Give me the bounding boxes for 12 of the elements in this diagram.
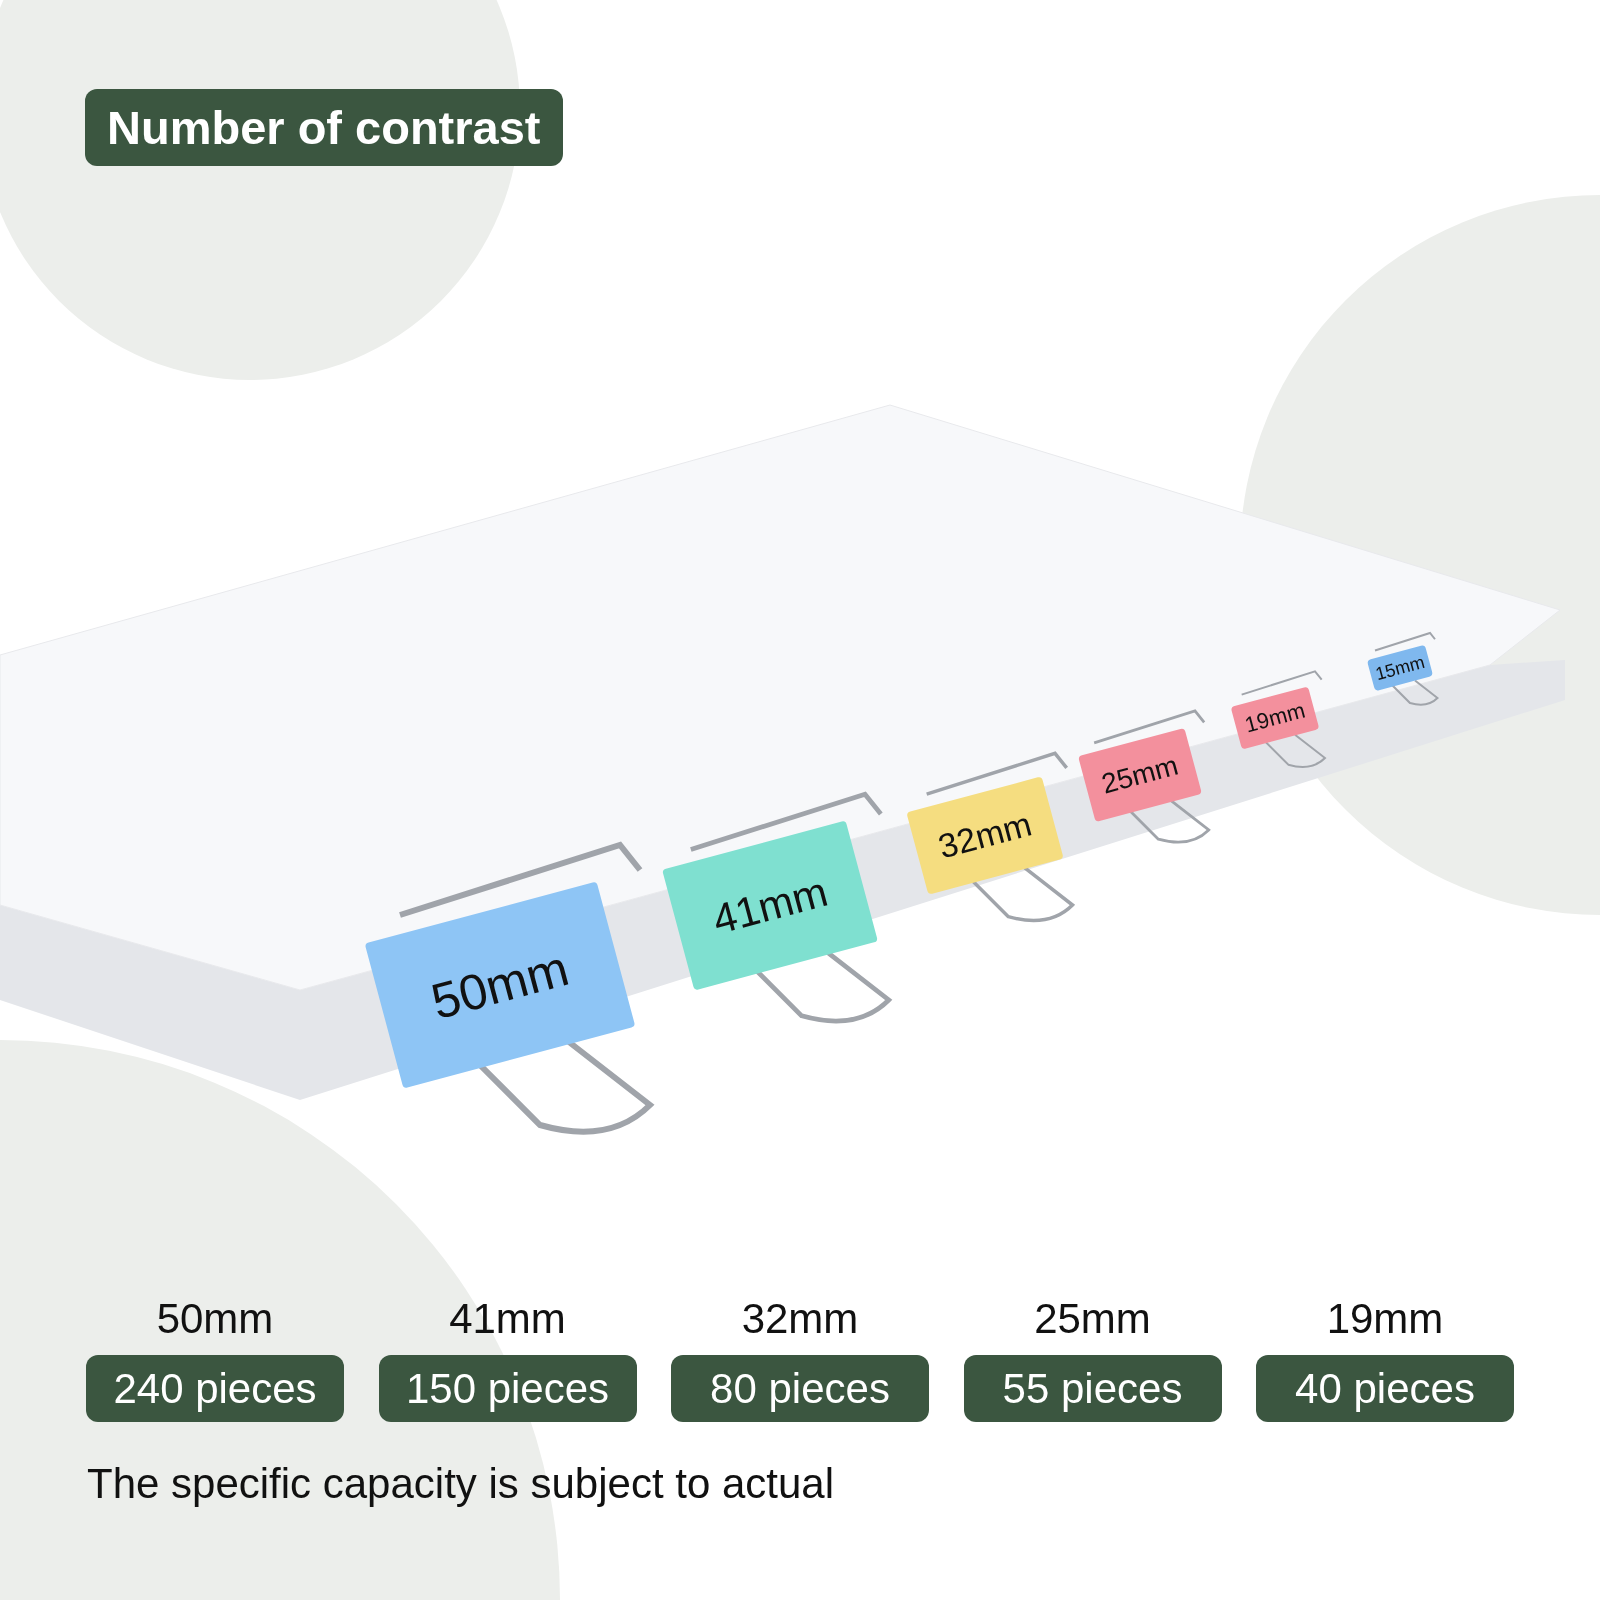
quantity-badge: 40 pieces <box>1256 1355 1514 1422</box>
size-label: 32mm <box>740 1295 860 1343</box>
size-label: 41mm <box>448 1295 567 1343</box>
quantity-badge: 150 pieces <box>378 1355 637 1422</box>
size-label: 19mm <box>1325 1295 1445 1343</box>
size-label: 25mm <box>1033 1295 1152 1343</box>
quantity-badge: 80 pieces <box>671 1355 929 1422</box>
quantity-badge: 55 pieces <box>963 1355 1222 1422</box>
quantity-badge: 240 pieces <box>86 1355 344 1422</box>
title-banner: Number of contrast <box>85 89 563 166</box>
size-label: 50mm <box>155 1295 275 1343</box>
caption-text: The specific capacity is subject to actual <box>87 1460 835 1508</box>
